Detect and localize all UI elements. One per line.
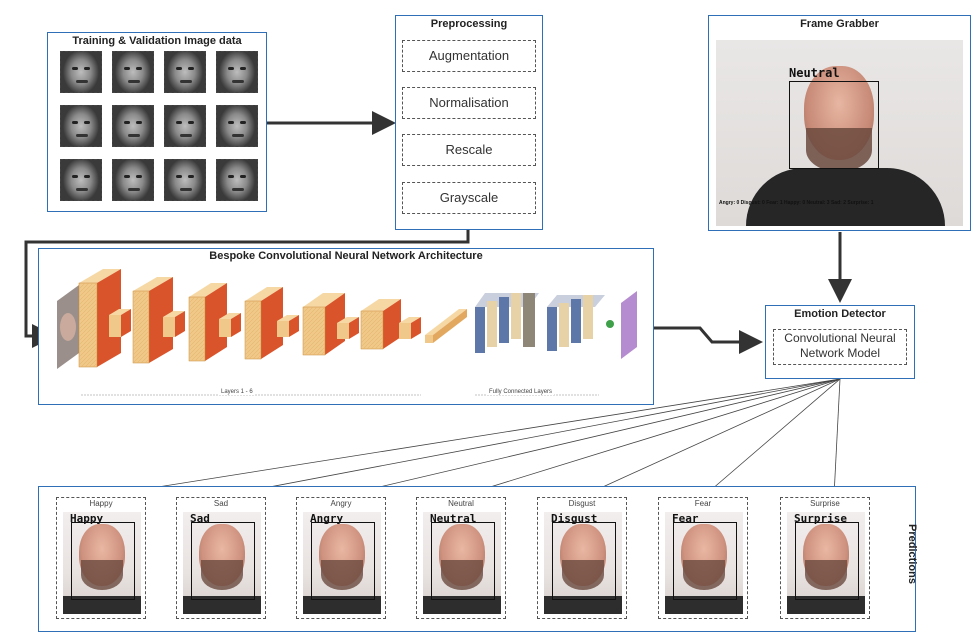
webcam-frame: Neutral Angry: 0 Disgust: 0 Fear: 1 Happ… [716, 40, 963, 226]
prediction-label: Fear [694, 499, 712, 508]
fan-line-happy [100, 378, 841, 498]
training-data-title: Training & Validation Image data [72, 35, 242, 47]
fc-block-2 [547, 295, 605, 351]
training-face-image [216, 105, 258, 147]
cnn-input-image [57, 285, 79, 369]
conv-layer-2 [132, 277, 185, 364]
predictions-side-label-wrap: Predictions [897, 524, 921, 584]
fan-line-surprise [831, 378, 841, 497]
prediction-label: Surprise [810, 499, 840, 508]
cnn-diagram [57, 269, 637, 396]
fan-line-disgust [582, 378, 841, 497]
prediction-overlay-label: Disgust [551, 512, 598, 525]
conv-layer-4 [244, 287, 299, 360]
training-face-image [112, 51, 154, 93]
prediction-surprise: Surprise Surprise [780, 497, 870, 619]
preprocessing-title: Preprocessing [430, 18, 508, 30]
prediction-image: Fear [665, 512, 743, 614]
emotion-detector-panel: Emotion Detector Convolutional Neural Ne… [765, 305, 915, 379]
prediction-overlay-label: Surprise [794, 512, 847, 525]
cnn-architecture-title: Bespoke Convolutional Neural Network Arc… [209, 250, 483, 262]
prediction-overlay-label: Neutral [430, 512, 477, 525]
cnn-model-box: Convolutional Neural Network Model [773, 329, 907, 365]
emotion-scores-text: Angry: 0 Disgust: 0 Fear: 1 Happy: 0 Neu… [719, 200, 874, 206]
training-face-image [112, 159, 154, 201]
training-face-image [216, 159, 258, 201]
fan-line-angry [340, 378, 841, 498]
preprocessing-panel: Preprocessing Augmentation Normalisation… [395, 15, 543, 230]
frame-grabber-title: Frame Grabber [800, 18, 879, 30]
frame-grabber-panel: Frame Grabber Neutral Angry: 0 Disgust: … [708, 15, 971, 231]
prediction-label: Sad [213, 499, 229, 508]
training-face-image [60, 51, 102, 93]
prediction-image: Disgust [544, 512, 622, 614]
prediction-label: Disgust [568, 499, 596, 508]
fan-line-sad [221, 378, 841, 498]
prediction-image: Neutral [423, 512, 501, 614]
person-beard [806, 128, 872, 172]
cnn-model-label: Convolutional Neural Network Model [784, 331, 896, 360]
prediction-happy: Happy Happy [56, 497, 146, 619]
conv-layer-6 [360, 299, 421, 350]
training-face-image [164, 159, 206, 201]
person-shirt [746, 168, 945, 226]
preprocessing-step: Grayscale [402, 182, 536, 214]
prediction-overlay-label: Sad [190, 512, 210, 525]
flatten-layer [425, 309, 467, 343]
prediction-disgust: Disgust Disgust [537, 497, 627, 619]
prediction-overlay-label: Fear [672, 512, 699, 525]
training-face-image [60, 159, 102, 201]
prediction-neutral: Neutral Neutral [416, 497, 506, 619]
prediction-image: Happy [63, 512, 141, 614]
fc-block-1 [475, 293, 539, 353]
prediction-overlay-label: Angry [310, 512, 344, 525]
emotion-detector-title: Emotion Detector [794, 308, 886, 320]
prediction-sad: Sad Sad [176, 497, 266, 619]
arrow-preprocessing-to-cnn [24, 229, 470, 348]
face-detection-box [789, 81, 879, 169]
detection-label: Neutral [789, 66, 840, 80]
cnn-architecture-panel: Bespoke Convolutional Neural Network Arc… [38, 248, 654, 405]
conv-layer-5 [302, 293, 359, 356]
prediction-overlay-label: Happy [70, 512, 104, 525]
conv-layer-1 [78, 269, 131, 368]
training-face-image [216, 51, 258, 93]
fan-line-fear [703, 378, 841, 497]
training-data-panel: Training & Validation Image data [47, 32, 267, 212]
training-face-image [164, 51, 206, 93]
fully-connected-label: Fully Connected Layers [487, 389, 555, 395]
activation-node [606, 320, 614, 328]
preprocessing-step: Rescale [402, 134, 536, 166]
prediction-image: Angry [303, 512, 381, 614]
prediction-image: Surprise [787, 512, 865, 614]
conv-layer-3 [188, 283, 241, 362]
preprocessing-step: Normalisation [402, 87, 536, 119]
training-face-image [164, 105, 206, 147]
layers-1-6-label: Layers 1 - 6 [219, 389, 255, 395]
arrow-cnn-to-detector [641, 326, 763, 354]
prediction-label: Angry [330, 499, 352, 508]
prediction-fear: Fear Fear [658, 497, 748, 619]
prediction-image: Sad [183, 512, 261, 614]
prediction-label: Happy [89, 499, 113, 508]
training-face-image [112, 105, 154, 147]
predictions-side-label: Predictions [906, 524, 918, 584]
training-face-image [60, 105, 102, 147]
fan-line-neutral [460, 378, 841, 498]
prediction-angry: Angry Angry [296, 497, 386, 619]
prediction-label: Neutral [448, 499, 474, 508]
preprocessing-step: Augmentation [402, 40, 536, 72]
output-layer [621, 291, 637, 359]
